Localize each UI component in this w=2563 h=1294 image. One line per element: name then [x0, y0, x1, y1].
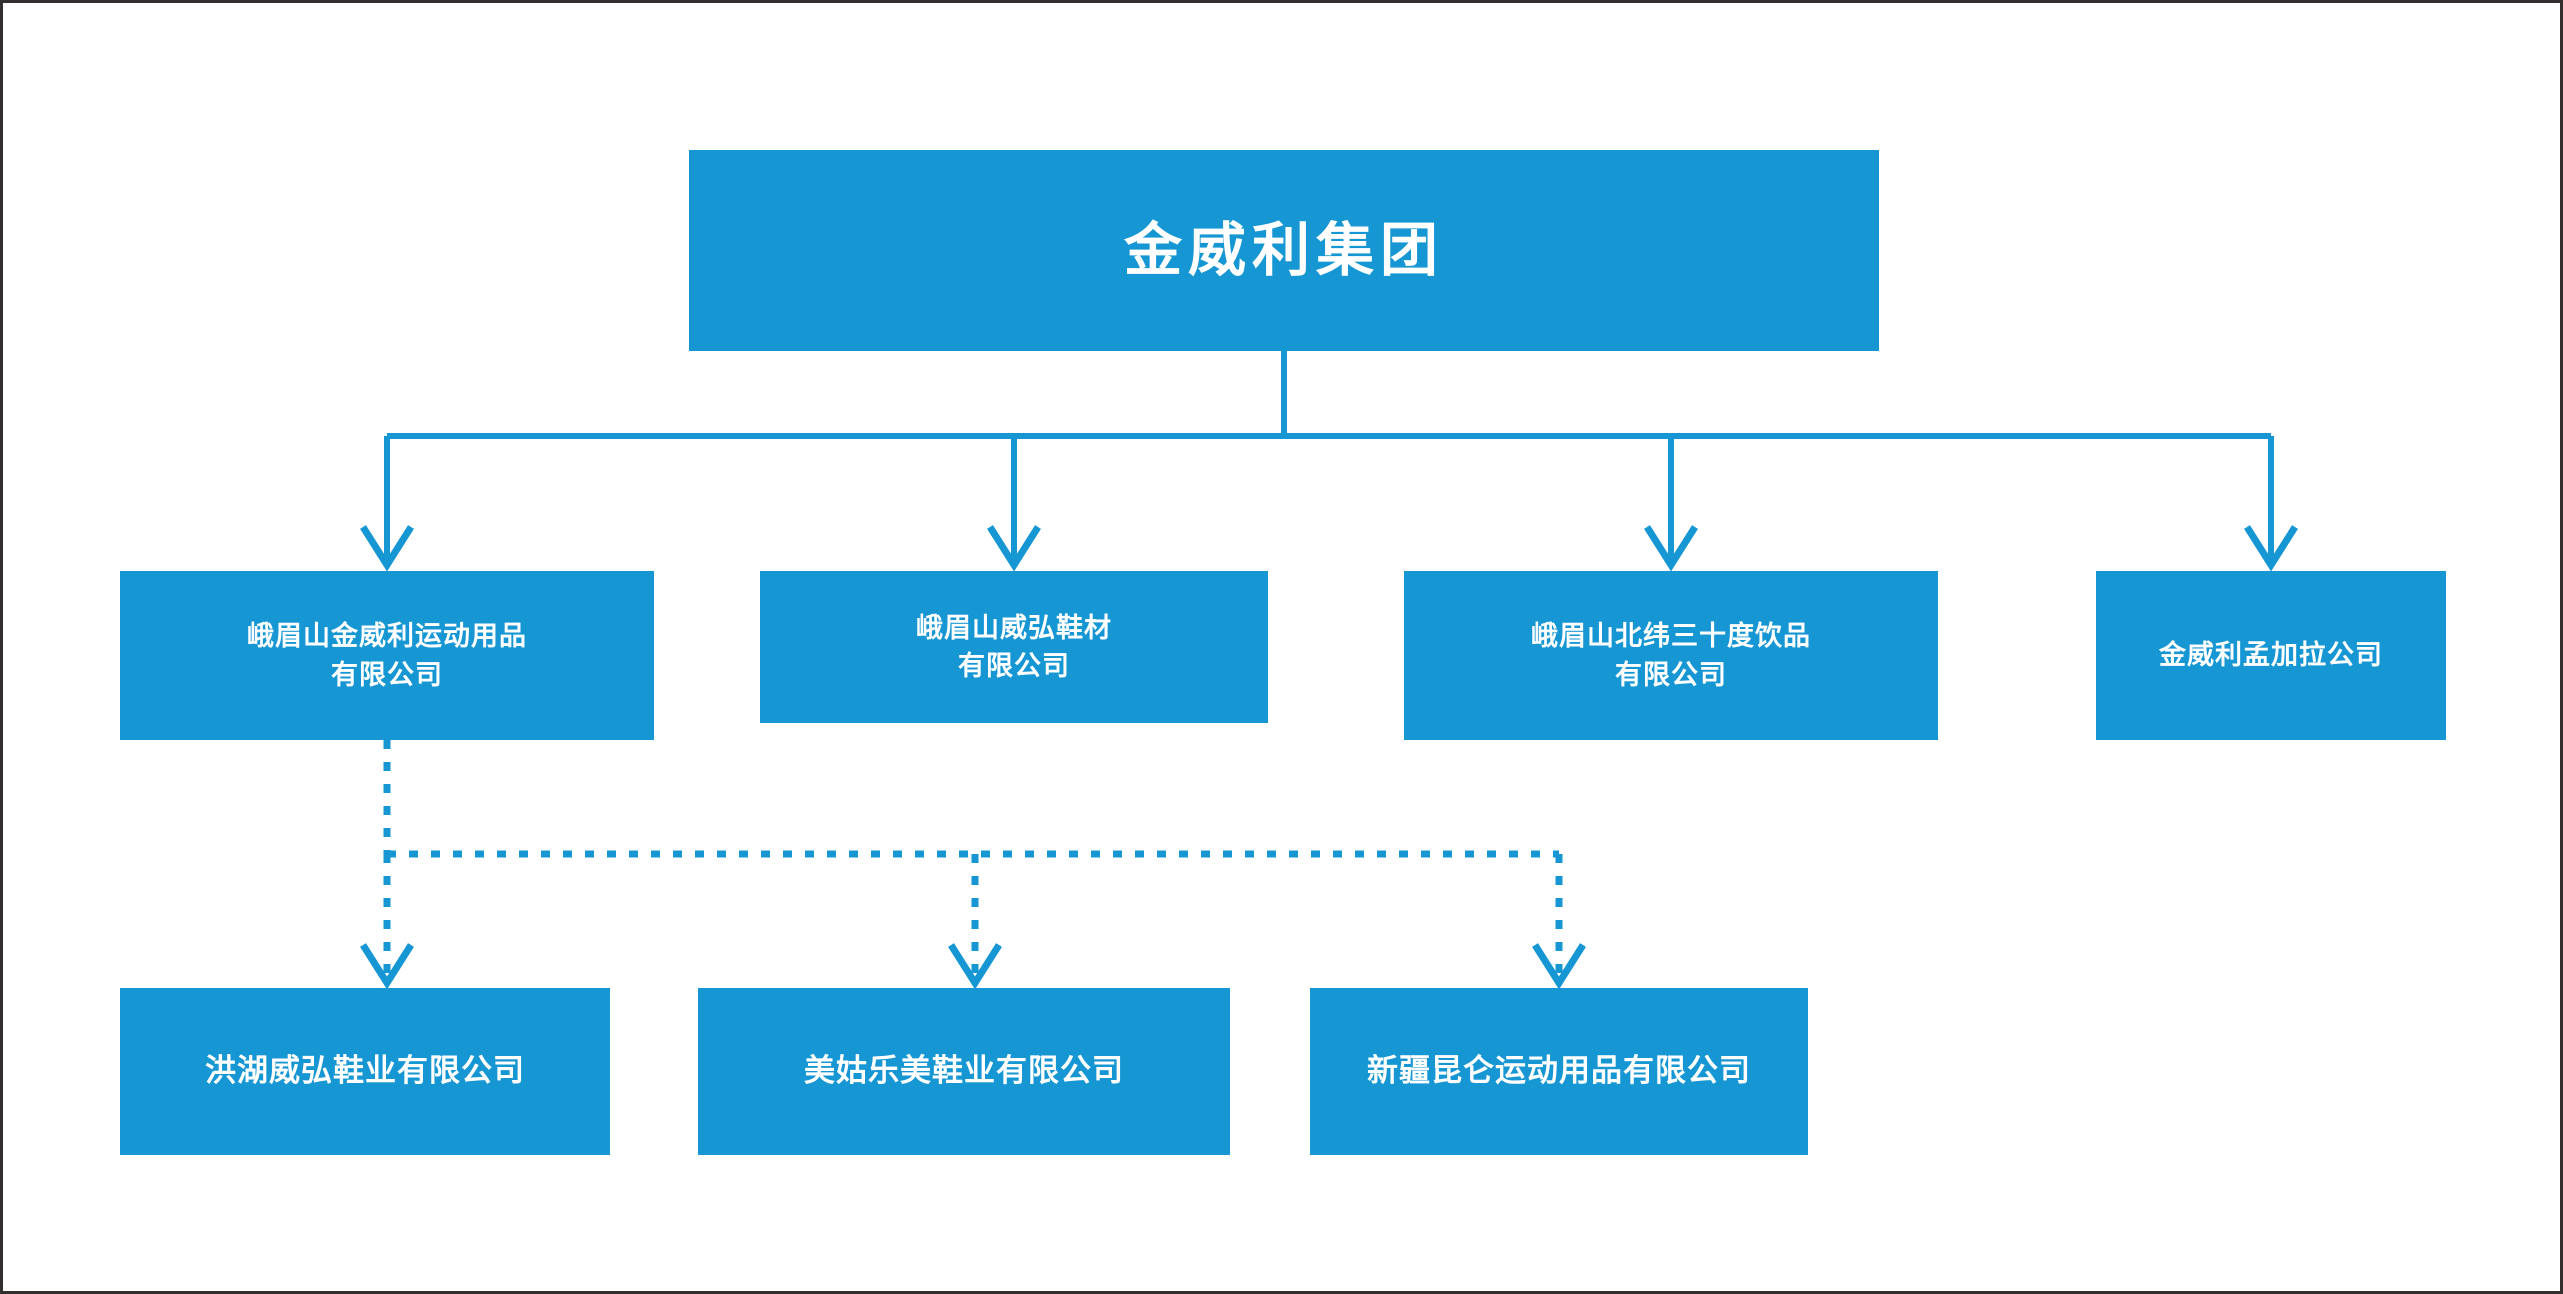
- node-emeishan-jinweili-sports[interactable]: 峨眉山金威利运动用品 有限公司: [120, 571, 654, 740]
- arrowhead-l3-1: [360, 943, 414, 990]
- node-xinjiang-kunlun-sports[interactable]: 新疆昆仑运动用品有限公司: [1310, 988, 1808, 1155]
- node-label: 峨眉山威弘鞋材 有限公司: [916, 612, 1112, 681]
- arrowhead-l2-4: [2244, 525, 2298, 572]
- arrowhead-l3-3: [1532, 943, 1586, 990]
- node-label: 美姑乐美鞋业有限公司: [804, 1053, 1124, 1089]
- node-root[interactable]: 金威利集团: [689, 150, 1879, 351]
- arrowhead-l2-1: [360, 525, 414, 572]
- arrowhead-l3-2: [948, 943, 1002, 990]
- node-label: 新疆昆仑运动用品有限公司: [1367, 1053, 1751, 1089]
- node-label: 峨眉山金威利运动用品 有限公司: [247, 621, 527, 690]
- node-jinweili-bangladesh[interactable]: 金威利孟加拉公司: [2096, 571, 2446, 740]
- node-label: 洪湖威弘鞋业有限公司: [205, 1053, 525, 1089]
- node-label: 峨眉山北纬三十度饮品 有限公司: [1531, 621, 1811, 690]
- node-root-label: 金威利集团: [1123, 217, 1444, 283]
- node-emeishan-weihong-shoe-material[interactable]: 峨眉山威弘鞋材 有限公司: [760, 571, 1268, 723]
- arrowhead-l2-3: [1644, 525, 1698, 572]
- node-emeishan-beiwei-30-drinks[interactable]: 峨眉山北纬三十度饮品 有限公司: [1404, 571, 1938, 740]
- node-meigu-lemei-footwear[interactable]: 美姑乐美鞋业有限公司: [698, 988, 1230, 1155]
- node-label: 金威利孟加拉公司: [2159, 640, 2383, 671]
- arrowhead-l2-2: [987, 525, 1041, 572]
- node-honghu-weihong-footwear[interactable]: 洪湖威弘鞋业有限公司: [120, 988, 610, 1155]
